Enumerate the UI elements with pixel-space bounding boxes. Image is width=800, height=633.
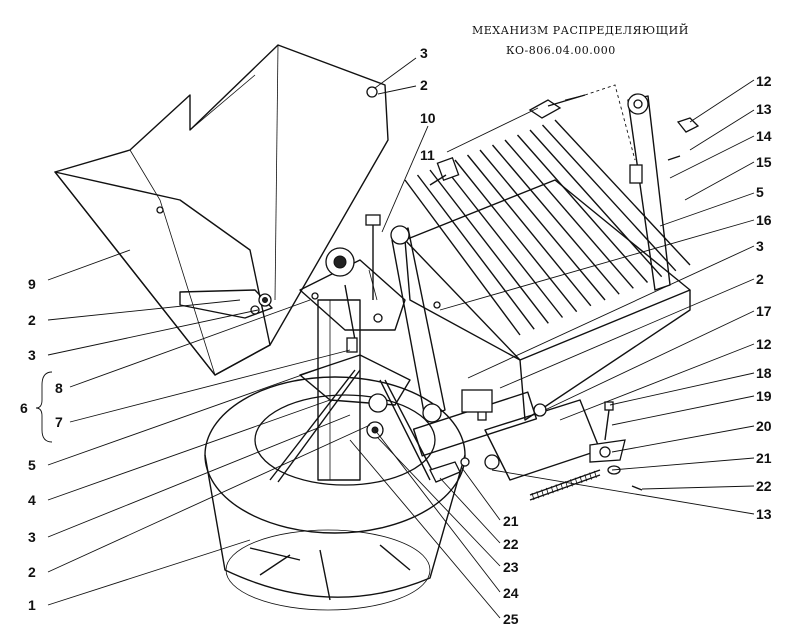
callout-24: 24	[503, 585, 519, 601]
callout-21a: 21	[756, 450, 772, 466]
callout-13a: 13	[756, 101, 772, 117]
central-column	[299, 247, 411, 481]
grate-bar	[416, 174, 535, 330]
mounting-block	[484, 399, 626, 481]
callout-6: 6	[20, 400, 28, 416]
drawing-title: МЕХАНИЗМ РАСПРЕДЕЛЯЮЩИЙ	[472, 24, 689, 37]
callout-17: 17	[756, 303, 772, 319]
callout-12a: 12	[756, 73, 772, 89]
thread-mark	[536, 491, 540, 499]
bolt-11	[429, 84, 636, 186]
grate-bar	[504, 139, 634, 289]
lever-arm	[627, 93, 700, 291]
threaded-rod	[529, 457, 755, 501]
callout-numbers: 3 2 10 11 9 2 3 8 6 7 5 4 3 2 1 12 13 14…	[20, 45, 772, 627]
grate-bar	[441, 164, 564, 318]
grate-frame	[404, 119, 691, 421]
callout-1: 1	[28, 597, 36, 613]
grate-bar	[479, 149, 606, 301]
small-fittings	[429, 301, 500, 483]
grate-bar	[541, 124, 677, 272]
spinner-disc	[204, 376, 466, 611]
callout-20: 20	[756, 418, 772, 434]
thread-mark	[546, 487, 549, 496]
thread-mark	[555, 484, 559, 492]
callout-2d: 2	[756, 271, 764, 287]
grate-bar	[529, 129, 663, 278]
callout-5a: 5	[28, 457, 36, 473]
thread-mark	[560, 482, 564, 490]
callout-23: 23	[503, 559, 519, 575]
grate-bar	[554, 119, 691, 266]
callout-19: 19	[756, 388, 772, 404]
grate-bar	[516, 134, 649, 283]
callout-3c: 3	[28, 529, 36, 545]
callout-14: 14	[756, 128, 772, 144]
callout-2b: 2	[28, 312, 36, 328]
callout-12b: 12	[756, 336, 772, 352]
thread-mark	[589, 472, 592, 480]
linkage-arm	[390, 225, 538, 457]
grate-bar	[404, 179, 521, 336]
callout-16: 16	[756, 212, 772, 228]
thread-mark	[531, 492, 535, 501]
callout-18: 18	[756, 365, 772, 381]
thread-mark	[594, 470, 597, 479]
tie-rods	[269, 369, 437, 483]
callout-8: 8	[55, 380, 63, 396]
thread-mark	[541, 489, 544, 497]
grate-bar	[466, 154, 592, 307]
callout-11: 11	[420, 147, 435, 163]
hopper-bracket	[179, 289, 273, 319]
callout-4: 4	[28, 492, 36, 508]
callout-2a: 2	[420, 77, 428, 93]
callout-22a: 22	[756, 478, 772, 494]
bolt-10	[365, 214, 381, 301]
callout-3b: 3	[28, 347, 36, 363]
callout-25: 25	[503, 611, 519, 627]
callout-10: 10	[420, 110, 436, 126]
thread-mark	[550, 486, 554, 494]
callout-7: 7	[55, 414, 63, 430]
callout-22b: 22	[503, 536, 519, 552]
thread-mark	[579, 475, 583, 484]
thread-mark	[574, 477, 578, 485]
callout-3d: 3	[756, 238, 764, 254]
callout-21b: 21	[503, 513, 519, 529]
callout-2c: 2	[28, 564, 36, 580]
hopper	[54, 44, 389, 376]
grate-bar	[429, 169, 549, 324]
grate-bar	[491, 144, 620, 295]
grate-bar	[454, 159, 578, 313]
callout-3a: 3	[420, 45, 428, 61]
callout-13b: 13	[756, 506, 772, 522]
group-brace	[35, 371, 53, 443]
callout-9: 9	[28, 276, 36, 292]
thread-mark	[584, 474, 588, 482]
leader-lines	[47, 57, 755, 619]
callout-15: 15	[756, 154, 772, 170]
callout-5b: 5	[756, 184, 764, 200]
drawing-code: КО-806.04.00.000	[506, 44, 616, 57]
